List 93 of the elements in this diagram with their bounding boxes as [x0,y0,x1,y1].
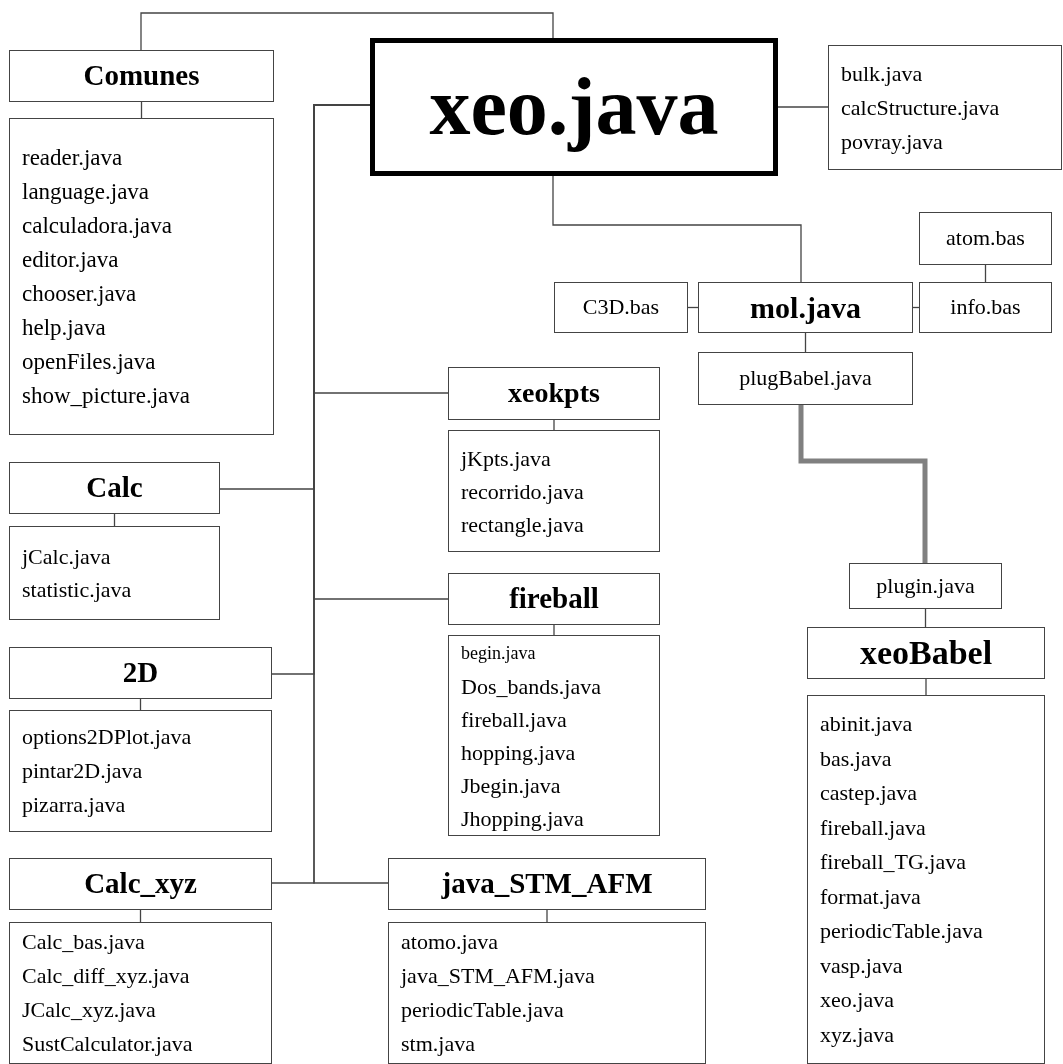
file-name: Jbegin.java [461,771,561,800]
file-name: atom.bas [946,226,1025,251]
connector-line [553,419,555,431]
file-name: fireball.java [820,813,926,842]
module-box [370,38,778,176]
module-name: mol.java [750,291,861,324]
file-name: show_picture.java [22,381,190,410]
file-name: jKpts.java [461,444,551,473]
file-name: calcStructure.java [841,93,1000,122]
file-list-box [9,922,272,1064]
file-name: stm.java [401,1030,475,1058]
file-name: plugBabel.java [739,366,872,391]
file-name: format.java [820,882,921,911]
file-name: Calc_diff_xyz.java [22,962,190,990]
module-box [9,647,272,699]
file-name: Calc_bas.java [22,928,145,956]
file-name: JCalc_xyz.java [22,996,156,1024]
file-name: plugin.java [876,573,975,599]
file-name: recorrido.java [461,477,584,506]
module-name: Calc_xyz [84,868,197,900]
file-name: rectangle.java [461,510,584,539]
file-name: abinit.java [820,710,913,738]
file-name: fireball_TG.java [820,848,966,876]
module-box [9,858,272,910]
file-name: xeo.java [820,986,894,1014]
file-name: periodicTable.java [401,996,564,1024]
file-name: atomo.java [401,928,499,956]
file-list-box [9,118,274,435]
file-name: language.java [22,177,150,206]
file-name: chooser.java [22,279,137,308]
file-box [849,563,1002,609]
module-name: fireball [509,583,599,615]
file-name: info.bas [950,295,1021,320]
file-name: hopping.java [461,738,576,767]
file-box [554,282,688,333]
file-name: C3D.bas [582,295,660,320]
file-name: statistic.java [22,576,132,604]
thick-connector-line [798,405,928,563]
module-name: xeoBabel [859,634,993,672]
module-box [698,282,913,333]
file-name: castep.java [820,779,918,807]
file-list-box [9,710,272,832]
module-name: xeokpts [508,378,600,409]
module-box [448,367,660,420]
file-name: editor.java [22,245,119,274]
connector-line [925,678,927,696]
file-name: openFiles.java [22,347,156,376]
file-name: begin.java [461,641,536,665]
module-name: Comunes [83,60,200,92]
file-name: jCalc.java [22,543,111,571]
file-name: help.java [22,313,106,342]
file-name: pintar2D.java [22,757,143,785]
file-name: povray.java [841,127,943,156]
file-list-box [448,635,660,836]
file-name: vasp.java [820,951,903,980]
file-name: SustCalculator.java [22,1030,193,1058]
file-list-box [9,526,220,620]
file-name: periodicTable.java [820,917,983,945]
connector-line [552,175,802,283]
file-box [698,352,913,405]
file-list-box [388,922,706,1064]
file-name: calculadora.java [22,211,173,240]
file-name: pizarra.java [22,791,126,819]
module-box [9,462,220,514]
connector-line [546,909,548,923]
module-name: java_STM_AFM [441,868,653,900]
file-box [919,212,1052,265]
file-name: Jhopping.java [461,804,584,833]
file-list-box [828,45,1062,170]
file-name: bulk.java [841,59,923,88]
connector-line [804,332,807,353]
connector-line [777,106,829,108]
module-box [388,858,706,910]
module-box [9,50,274,102]
file-name: java_STM_AFM.java [401,962,595,990]
connector-line [912,306,920,309]
module-name: 2D [122,657,159,689]
file-list-box [807,695,1045,1064]
file-name: Dos_bands.java [461,672,601,701]
module-name: Calc [86,472,143,504]
file-name: bas.java [820,744,892,773]
connector-line [313,104,389,884]
file-name: options2DPlot.java [22,723,192,751]
module-name: xeo.java [429,61,719,153]
file-box [919,282,1052,333]
file-list-box [448,430,660,552]
connector-line [553,624,555,636]
file-name: fireball.java [461,705,567,734]
connector-line [140,12,554,51]
module-box [807,627,1045,679]
file-name: xyz.java [820,1020,894,1049]
module-box [448,573,660,625]
file-name: reader.java [22,143,123,172]
